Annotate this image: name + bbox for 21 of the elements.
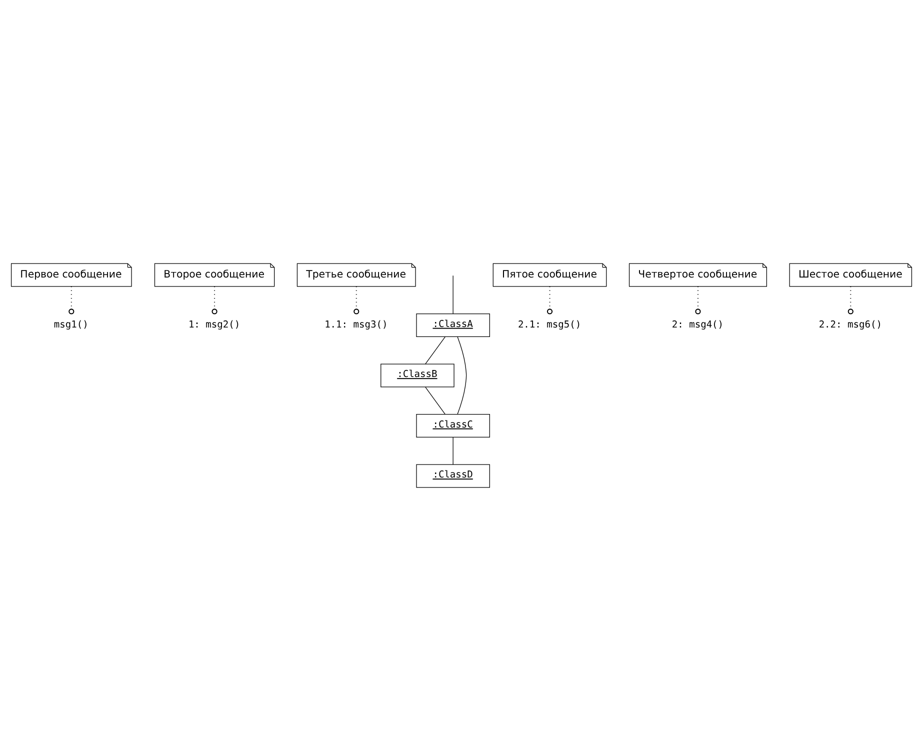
node-box: :ClassC — [416, 414, 490, 438]
node-text: 2: msg4() — [672, 319, 724, 330]
connector — [452, 436, 454, 465]
connector — [546, 286, 553, 314]
node-box: :ClassB — [380, 364, 454, 388]
connector — [354, 286, 360, 314]
connector — [425, 386, 446, 415]
node-text: 2.2: msg6() — [818, 319, 882, 330]
node-box: :ClassA — [416, 313, 490, 338]
node-text: 1.1: msg3() — [324, 319, 388, 330]
connector — [452, 275, 454, 314]
connector — [457, 336, 467, 414]
connector — [212, 286, 218, 314]
connector — [68, 286, 74, 314]
connector — [695, 286, 701, 314]
node-text: 1: msg2() — [188, 319, 240, 330]
connector — [848, 286, 854, 314]
connector — [425, 336, 446, 364]
node-box: :ClassD — [416, 464, 490, 488]
node-text: msg1() — [54, 319, 88, 330]
node-text: 2.1: msg5() — [518, 319, 582, 330]
